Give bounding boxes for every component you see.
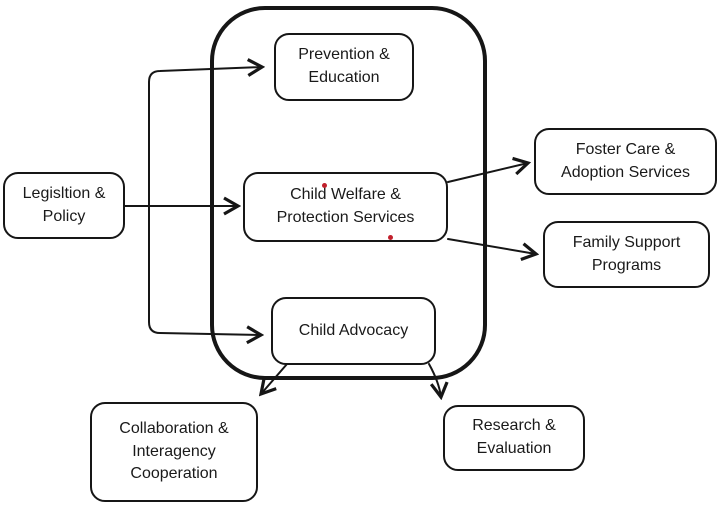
red-speck <box>322 183 327 188</box>
red-speck <box>388 235 393 240</box>
node-legislation-policy: Legisltion & Policy <box>3 172 125 239</box>
node-prevention-education: Prevention & Education <box>274 33 414 101</box>
node-family-support-programs: Family Support Programs <box>543 221 710 288</box>
node-child-advocacy: Child Advocacy <box>271 297 436 365</box>
node-research-evaluation: Research & Evaluation <box>443 405 585 471</box>
node-collaboration-interagency: Collaboration & Interagency Cooperation <box>90 402 258 502</box>
node-child-welfare-protection: Child Welfare & Protection Services <box>243 172 448 242</box>
node-foster-care-adoption: Foster Care & Adoption Services <box>534 128 717 195</box>
